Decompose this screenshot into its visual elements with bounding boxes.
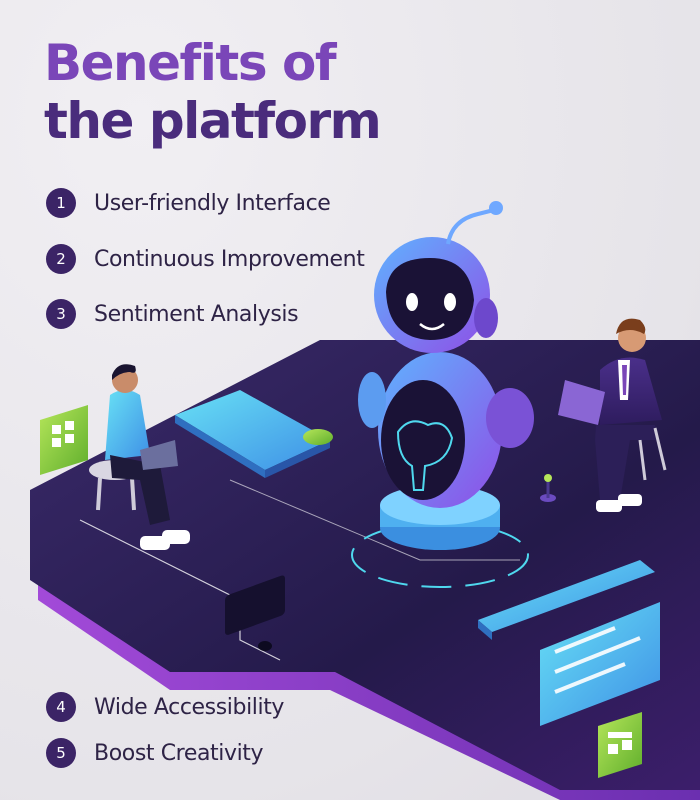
page-title: Benefits of the platform [44,34,382,150]
person-right [558,318,667,512]
benefit-label: Wide Accessibility [94,694,285,720]
benefit-label: User-friendly Interface [94,190,331,216]
benefit-number-badge: 3 [46,299,76,329]
benefit-label: Continuous Improvement [94,246,365,272]
desk-left [175,390,333,478]
benefit-item: 1 User-friendly Interface [46,186,331,220]
benefit-label: Boost Creativity [94,740,264,766]
joystick [540,474,556,502]
platform [30,340,700,800]
robot [351,201,534,588]
benefit-number-badge: 5 [46,738,76,768]
lime-tile-left [40,405,88,475]
benefit-number-badge: 4 [46,692,76,722]
title-line-2: the platform [44,92,382,150]
benefit-item: 4 Wide Accessibility [46,690,284,724]
floating-cards [478,560,660,726]
benefit-number-badge: 2 [46,244,76,274]
benefit-item: 5 Boost Creativity [46,736,264,770]
lime-tile-right [598,712,642,778]
benefit-item: 3 Sentiment Analysis [46,297,299,331]
title-line-1: Benefits of [44,34,337,92]
benefit-label: Sentiment Analysis [94,301,299,327]
person-left [89,364,190,550]
benefit-number-badge: 1 [46,188,76,218]
benefit-item: 2 Continuous Improvement [46,242,365,276]
